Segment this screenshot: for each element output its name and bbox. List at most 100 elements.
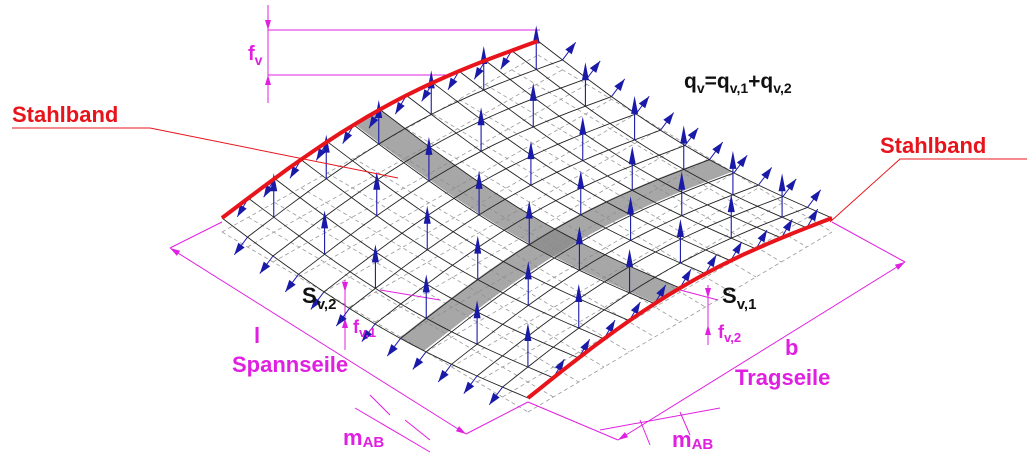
stahlband-leader [829,158,1027,223]
edge-arrow-head [421,89,432,102]
edge-arrow-head [263,185,274,198]
fv1-label: fv,1 [353,317,376,340]
hidden-grid-line [349,128,661,308]
edge-arrow-head [761,167,772,180]
load-arrow-head [371,244,379,263]
edge-arrow-head [580,339,590,352]
dimension-line [169,221,223,249]
dimension-line [354,407,431,453]
load-arrow-head [626,248,634,267]
load-arrow-head [579,116,587,135]
cable-line [511,50,807,229]
dimension-arrowhead [455,426,466,434]
dimension-line [831,221,906,263]
load-arrow-head [525,200,533,219]
load-arrow-head [423,205,431,224]
fv-label: fv [248,43,263,68]
load-arrow-head [422,274,430,293]
dimension-arrowhead [342,282,348,292]
load-arrow-head [524,322,532,341]
load-arrow-head [778,173,786,192]
load-arrow-head [477,107,485,126]
dimension-line [169,247,467,435]
dimension-line [465,401,529,435]
edge-arrow-head [663,112,674,125]
load-arrow-head [631,95,639,114]
edge-arrow-head [687,127,699,140]
load-arrow-head [425,136,433,155]
edge-arrow-head [736,155,748,168]
stahlband-right-label: Stahlband [880,133,986,158]
dimension-arrowhead [705,288,711,298]
loaded-strips [354,109,732,351]
steel-band-edge [526,216,833,400]
load-arrow-head [680,125,688,144]
loaded-strip [354,109,680,303]
dimension-arrowhead [342,318,348,328]
dimension-line [404,419,431,441]
edge-arrow-head [474,67,484,80]
steel-bands [12,39,1027,400]
edge-arrow-head [782,219,793,232]
dimension-arrowhead [618,432,629,440]
sv1-label: Sv,1 [722,283,756,313]
load-arrow-head [678,171,686,190]
edge-arrow-head [810,189,821,202]
stahlband-leader [12,127,399,179]
dimension-arrowhead [894,262,905,270]
edge-arrow-head [785,178,797,191]
dimension-line [679,289,719,301]
dimension-line [617,261,906,441]
edge-arrow-head [732,242,742,255]
dimension-line [639,419,651,446]
dimension-arrowhead [705,325,711,335]
load-formula: qv=qv,1+qv,2 [684,70,792,96]
hidden-grid-line [300,187,605,368]
edge-arrow-head [290,166,300,179]
dimension-arrowhead [265,20,271,30]
edge-arrow-head [369,116,379,129]
loaded-strip [399,159,732,351]
load-arrow-head [676,218,684,237]
load-arrow-head [524,261,532,280]
load-arrow-head [475,170,483,189]
edge-arrow-head [259,261,271,274]
spannseile-label: Spannseile [232,352,348,377]
load-arrow-head [527,141,535,160]
dimension-line [599,407,721,431]
edge-arrow-head [448,77,458,90]
load-arrow-head [270,173,278,192]
edge-arrow-head [438,369,449,382]
stahlband-left-label: Stahlband [12,102,118,127]
edge-arrow-head [342,131,353,144]
hidden-grid-line [527,231,833,413]
tragseile-label: Tragseile [735,365,830,390]
load-arrow-head [727,194,735,213]
mab-right-label: mAB [672,427,713,453]
edge-arrow-head [630,302,641,315]
edge-arrow-head [656,285,666,298]
edge-arrow-head [489,392,500,405]
load-arrow-head [474,235,482,254]
edge-arrow-head [808,209,818,222]
edge-arrow-head [336,314,347,327]
dimension-line [679,411,691,436]
mab-left-label: mAB [343,425,384,451]
edge-arrow-head [387,344,398,357]
cable-line [502,206,808,388]
load-arrow-head [577,170,585,189]
load-arrow-head [473,300,481,319]
hidden-grid-line [511,69,807,248]
edge-arrow-head [310,297,322,310]
dimension-line [527,401,619,441]
dimension-arrowhead [265,75,271,85]
steel-band-edge [220,39,539,220]
edge-arrow-head [565,42,576,55]
dimension-line [369,394,391,416]
edge-arrow-head [500,57,511,70]
load-arrow-head [575,226,583,245]
b-label: b [785,335,798,360]
edge-arrow-head [554,359,565,372]
